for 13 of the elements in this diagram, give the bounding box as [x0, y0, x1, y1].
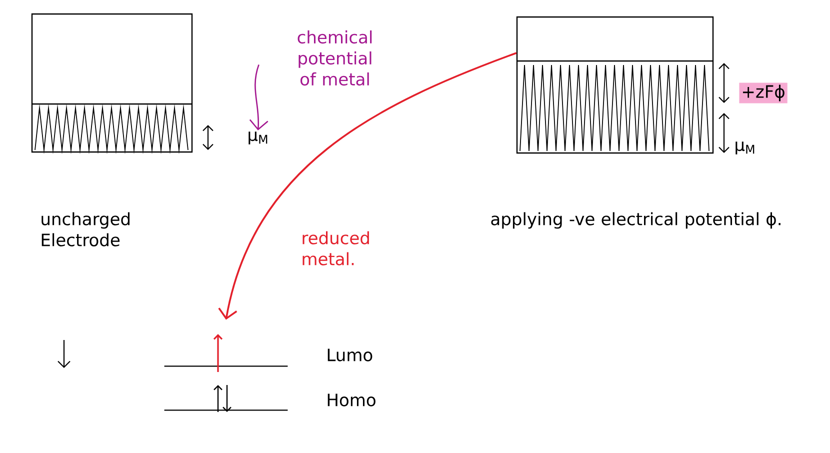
edge-label: reduced metal. — [302, 231, 369, 266]
level-label: Lumo — [328, 348, 372, 362]
symbol-label: μ$_{M}$ — [248, 132, 268, 144]
symbol-label: μ$_{M}$ — [736, 142, 754, 154]
highlighted-term: +zFϕ — [739, 82, 788, 104]
caption: uncharged Electrode — [42, 212, 130, 246]
arrow — [218, 52, 517, 320]
annotation-text: chemical potential of metal — [298, 30, 372, 86]
arrow — [249, 64, 268, 130]
caption: applying -ve electrical potential ϕ. — [491, 212, 780, 229]
electrode-box — [31, 13, 193, 154]
electrode-box — [516, 16, 714, 154]
level-label: Homo — [328, 394, 376, 406]
